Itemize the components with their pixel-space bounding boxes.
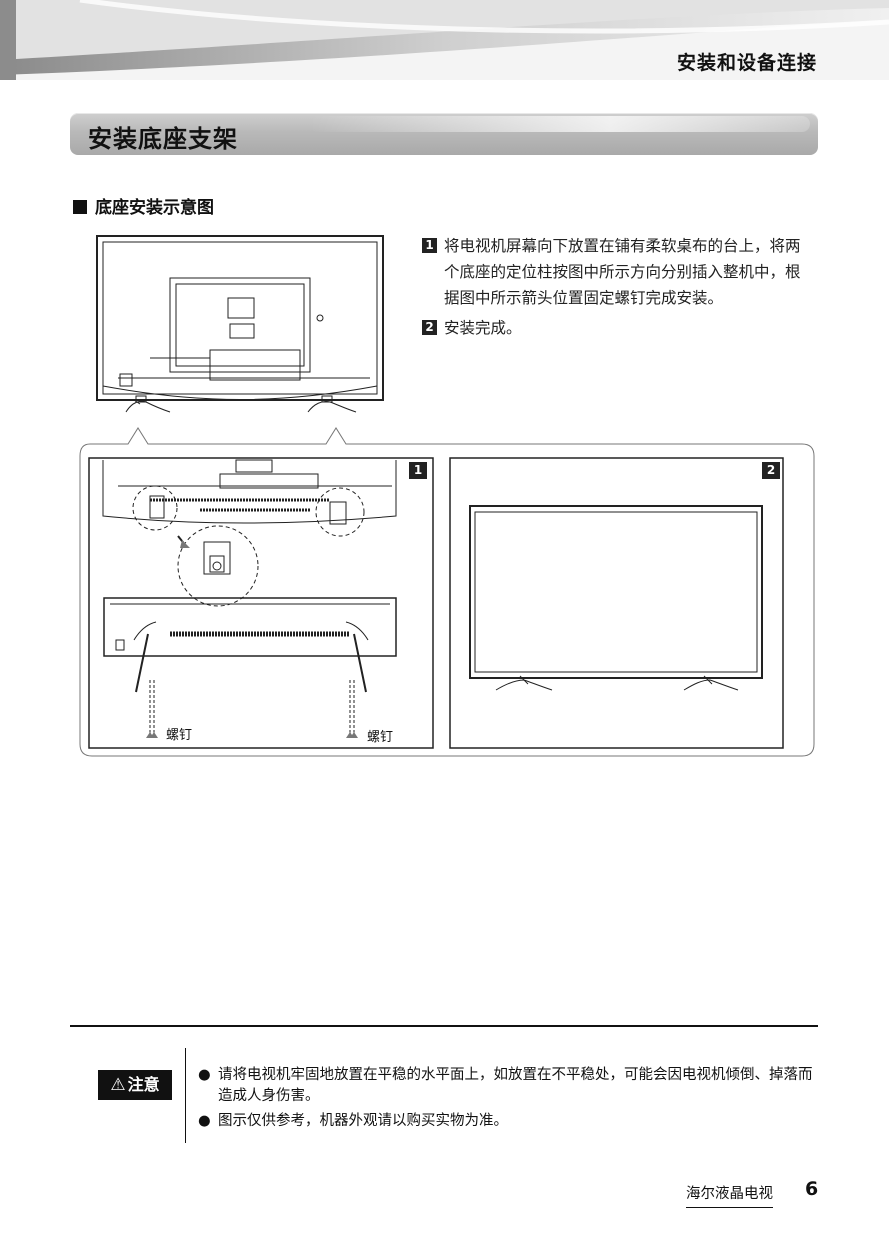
panel-1-number-box (409, 462, 427, 479)
section-divider (70, 1025, 818, 1027)
stand-small-left (125, 395, 171, 413)
bullet-icon: ● (198, 1067, 211, 1083)
caution-badge: ⚠注意 (98, 1070, 172, 1100)
screw-label-left: 螺钉 (166, 728, 193, 743)
stand-small-right (307, 395, 357, 413)
tv-back-view-illustration (96, 235, 384, 401)
warning-triangle-icon: ⚠ (110, 1075, 126, 1095)
section-bar-shine (310, 116, 810, 132)
caution-note-text: 图示仅供参考，机器外观请以购买实物为准。 (218, 1113, 508, 1129)
caution-label: 注意 (127, 1075, 160, 1094)
subsection-heading: 底座安装示意图 (73, 193, 214, 218)
caution-divider (185, 1048, 186, 1143)
caution-note: ● 图示仅供参考，机器外观请以购买实物为准。 (198, 1111, 820, 1132)
step-item: 2 安装完成。 (422, 315, 814, 341)
step-text: 将电视机屏幕向下放置在铺有柔软桌布的台上，将两个底座的定位柱按图中所示方向分别插… (444, 237, 801, 307)
page-number: 6 (805, 1178, 819, 1200)
step-number: 1 (422, 238, 437, 253)
caution-note: ● 请将电视机牢固地放置在平稳的水平面上，如放置在不平稳处，可能会因电视机倾倒、… (198, 1065, 820, 1107)
caution-notes: ● 请将电视机牢固地放置在平稳的水平面上，如放置在不平稳处，可能会因电视机倾倒、… (198, 1065, 820, 1136)
section-title: 安装底座支架 (88, 125, 238, 153)
panel-1-number: 1 (413, 463, 423, 477)
chapter-title: 安装和设备连接 (676, 52, 817, 74)
subsection-title: 底座安装示意图 (95, 198, 214, 218)
caution-note-text: 请将电视机牢固地放置在平稳的水平面上，如放置在不平稳处，可能会因电视机倾倒、掉落… (218, 1067, 813, 1104)
step-text: 安装完成。 (444, 319, 522, 337)
section-header-bar: 安装底座支架 (70, 113, 818, 155)
installation-diagram (79, 235, 815, 757)
bullet-icon: ● (198, 1113, 211, 1129)
panel-2-number: 2 (766, 463, 776, 477)
screw-label-right: 螺钉 (367, 730, 394, 745)
header-decoration (0, 0, 889, 80)
footer-brand: 海尔液晶电视 (686, 1182, 773, 1208)
instruction-steps: 1 将电视机屏幕向下放置在铺有柔软桌布的台上，将两个底座的定位柱按图中所示方向分… (422, 233, 814, 345)
square-bullet-icon (73, 200, 87, 214)
panel-2-number-box (762, 462, 780, 479)
step-number: 2 (422, 320, 437, 335)
step-item: 1 将电视机屏幕向下放置在铺有柔软桌布的台上，将两个底座的定位柱按图中所示方向分… (422, 233, 814, 311)
